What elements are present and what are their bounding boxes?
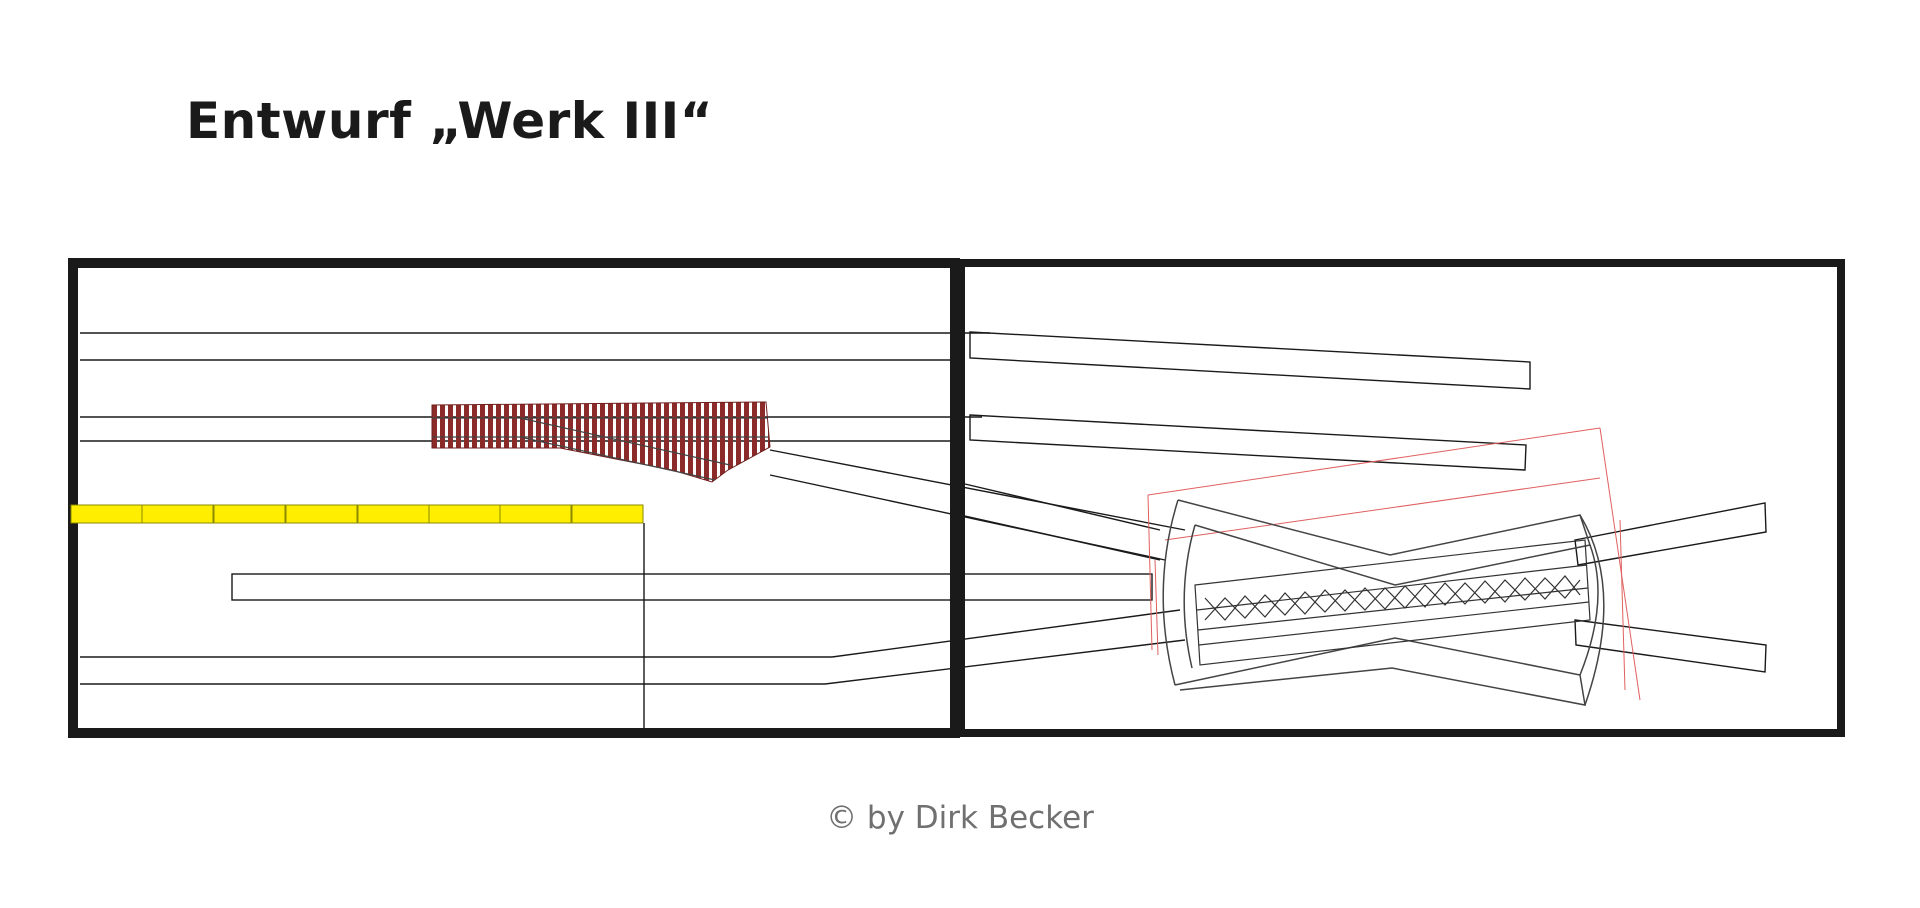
turnout-ties	[431, 401, 771, 483]
dimension-line	[1599, 427, 1641, 701]
dimension-line	[1164, 477, 1601, 541]
turnout-rail	[519, 436, 716, 481]
approach-track-a	[964, 483, 1161, 531]
platform-segment	[499, 504, 572, 524]
platform-segment	[571, 504, 644, 524]
right-module	[957, 259, 1845, 737]
pit-end-left	[1162, 499, 1179, 686]
exit-track-lower	[1574, 619, 1767, 673]
exit-track-upper	[1574, 502, 1767, 566]
pit-outline-bottom	[1174, 637, 1586, 706]
stub-track-upper	[969, 331, 1531, 390]
platform-segment	[428, 504, 501, 524]
bridge-truss-lower	[1204, 575, 1581, 621]
pit-outline-top	[1177, 499, 1591, 586]
track-bottom-curve-a	[831, 609, 1181, 658]
stub-track-middle	[969, 414, 1527, 471]
bridge-beam	[1197, 587, 1589, 631]
left-module	[68, 258, 1186, 738]
platform-segment	[357, 504, 430, 524]
bridge-beam	[1198, 601, 1590, 646]
approach-track-b	[964, 515, 1161, 561]
dimension-line	[1147, 427, 1601, 496]
turnout-branch-a	[769, 449, 1186, 531]
dimension-line	[1147, 494, 1153, 651]
pit-end-left-inner	[1183, 524, 1196, 669]
platform-segment	[70, 504, 143, 524]
left-module-frame	[68, 258, 960, 738]
turntable-pit	[1162, 499, 1605, 706]
platform-segment	[285, 504, 358, 524]
track-bottom-curve-b	[824, 639, 1186, 685]
platform-segment	[213, 504, 286, 524]
bridge-beam	[1196, 564, 1588, 611]
copyright-text: © by Dirk Becker	[826, 800, 1094, 836]
bridge-turntable	[1147, 427, 1641, 706]
turnout-rail	[519, 417, 731, 466]
copyright-notice: © by Dirk Becker	[0, 800, 1920, 836]
dimension-line	[1619, 519, 1626, 691]
left-tracks	[80, 332, 1186, 728]
page-title: Entwurf „Werk III“	[186, 92, 714, 150]
right-module-frame	[957, 259, 1845, 737]
platform	[70, 504, 644, 524]
siding-track	[231, 573, 1153, 601]
right-tracks	[964, 331, 1767, 673]
turntable-bridge	[1194, 539, 1591, 666]
dimension-line	[1154, 559, 1159, 656]
pit-end-right	[1579, 514, 1605, 706]
pit-end-right-inner	[1579, 544, 1599, 676]
platform-segment	[141, 504, 214, 524]
bridge-deck	[1194, 539, 1591, 666]
turnout-model	[431, 401, 771, 483]
dimension-lines	[1147, 427, 1641, 701]
